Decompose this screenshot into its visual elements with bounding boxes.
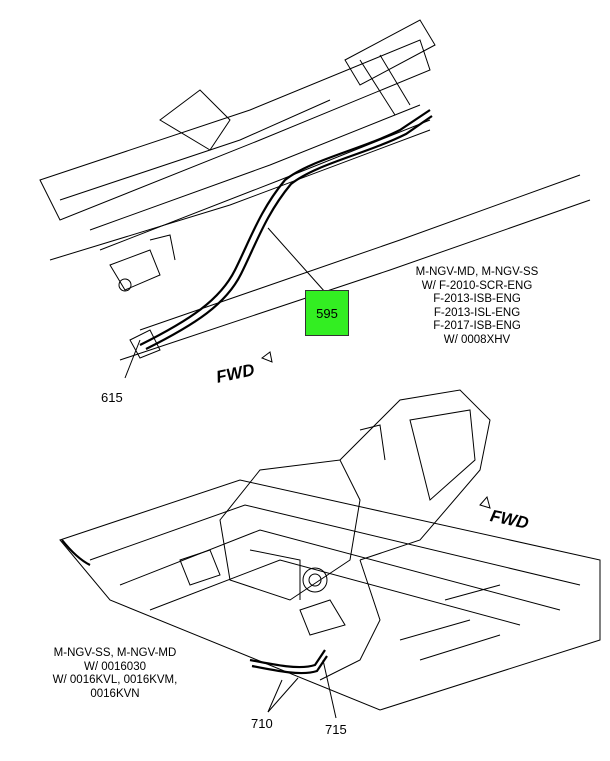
- note-line: F-2013-ISB-ENG: [433, 293, 521, 306]
- leader-715: [322, 659, 337, 719]
- leader-595: [267, 227, 326, 293]
- upper-applicability-note: M-NGV-MD, M-NGV-SS W/ F-2010-SCR-ENG F-2…: [402, 266, 552, 348]
- note-line: W/ 0016030: [83, 660, 146, 673]
- callout-595-label: 595: [316, 305, 338, 321]
- note-line: M-NGV-SS, M-NGV-MD: [53, 647, 177, 659]
- callout-715-label: 715: [325, 722, 347, 737]
- lower-applicability-note: M-NGV-SS, M-NGV-MD W/ 0016030 W/ 0016KVL…: [35, 647, 195, 701]
- note-line: 0016KVN: [90, 687, 140, 700]
- note-line: W/ F-2010-SCR-ENG: [421, 279, 533, 292]
- lower-cab-floor: [59, 479, 601, 711]
- callout-615-label: 615: [101, 390, 123, 405]
- note-line: F-2013-ISL-ENG: [433, 306, 521, 319]
- lower-seat: [219, 389, 491, 681]
- harness-710: [61, 539, 328, 675]
- note-line: F-2017-ISB-ENG: [433, 320, 521, 333]
- note-line: M-NGV-MD, M-NGV-SS: [415, 266, 539, 278]
- harness-595: [139, 109, 433, 350]
- upper-frame-rail: [39, 19, 591, 361]
- leader-710-b: [267, 677, 299, 713]
- note-line: W/ 0016KVL, 0016KVM,: [52, 674, 178, 687]
- fwd-arrow-lower-icon: [479, 495, 491, 509]
- callout-710-label: 710: [251, 716, 273, 731]
- callout-595-highlight: 595: [305, 290, 349, 336]
- leader-710-a: [267, 679, 283, 713]
- leader-615: [124, 339, 141, 379]
- fwd-arrow-upper-icon: [260, 351, 273, 363]
- note-line: W/ 0008XHV: [443, 333, 511, 346]
